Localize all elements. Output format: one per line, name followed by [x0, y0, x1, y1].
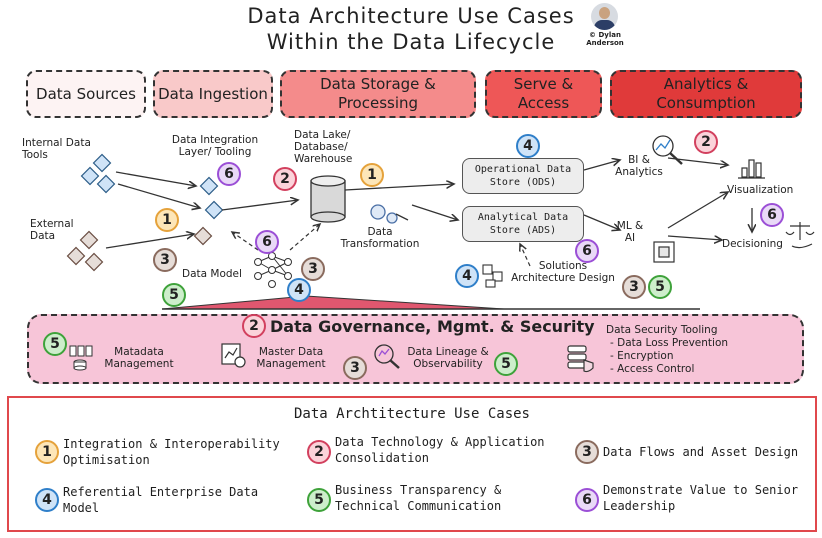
legend-badge-3: 3 [575, 440, 599, 464]
lineage-icon [374, 344, 400, 369]
legend-item-1: Integration & Interoperability Optimisat… [63, 437, 280, 467]
internal-data-icon [80, 153, 116, 194]
page-title-line-2: Within the Data Lifecycle [266, 30, 556, 54]
legend-item-5: Business Transparency & Technical Commun… [335, 483, 502, 513]
label-master-data: Master Data Management [256, 346, 326, 370]
database-icon [310, 175, 346, 223]
master-data-icon [221, 343, 246, 368]
security-item: - Data Loss Prevention [610, 337, 729, 349]
legend-item-3: Data Flows and Asset Design [603, 445, 799, 459]
ads-box: Analytical Data Store (ADS) [462, 206, 584, 242]
badge-6: 6 [575, 239, 599, 263]
author-credit: © Dylan Anderson [586, 31, 624, 47]
security-icon [567, 345, 594, 373]
ads-label: Analytical Data Store (ADS) [477, 212, 569, 236]
badge-3: 3 [343, 356, 367, 380]
security-item: - Encryption [610, 350, 674, 362]
governance-roof [161, 295, 505, 310]
badge-2: 2 [273, 167, 297, 191]
legend-badge-6: 6 [575, 488, 599, 512]
gear-icon [370, 204, 409, 224]
badge-4: 4 [516, 134, 540, 158]
bar-chart-icon [738, 159, 765, 179]
label-bi-analytics: BI & Analytics [615, 154, 663, 178]
badge-3: 3 [153, 248, 177, 272]
external-data-icon [66, 230, 104, 272]
governance-title: Data Governance, Mgmt. & Security [270, 317, 595, 336]
legend-item-2: Data Technology & Application Consolidat… [335, 435, 545, 465]
use-case-legend: Data Archtitecture Use Cases 1 Integrati… [7, 396, 817, 532]
legend-item-4: Referential Enterprise Data Model [63, 485, 259, 515]
stage-data-storage: Data Storage & Processing [280, 70, 476, 118]
badge-6: 6 [760, 203, 784, 227]
label-external-data: External Data [30, 218, 74, 242]
legend-badge-4: 4 [35, 488, 59, 512]
ods-label: Operational Data Store (ODS) [474, 164, 572, 188]
security-item: - Access Control [610, 363, 695, 375]
governance-band [27, 314, 804, 384]
scale-icon [785, 222, 815, 249]
label-integration-layer: Data Integration Layer/ Tooling [171, 134, 259, 158]
legend-badge-1: 1 [35, 440, 59, 464]
badge-2: 2 [242, 314, 266, 338]
lifecycle-diagram [66, 135, 815, 310]
label-metadata: Matadata Management [104, 346, 174, 370]
label-ml-ai: ML & AI [616, 220, 644, 244]
label-security-tooling: Data Security Tooling [606, 324, 718, 336]
legend-item-6: Demonstrate Value to Senior Leadership [603, 483, 799, 513]
analytics-icon [652, 135, 683, 165]
badge-5: 5 [648, 275, 672, 299]
legend-badge-2: 2 [307, 440, 331, 464]
badge-5: 5 [162, 283, 186, 307]
badge-3: 3 [301, 257, 325, 281]
integration-layer-icon [193, 176, 224, 246]
ods-box: Operational Data Store (ODS) [462, 158, 584, 194]
badge-5: 5 [43, 332, 67, 356]
label-internal-data-tools: Internal Data Tools [22, 137, 91, 161]
label-data-transformation: Data Transformation [340, 226, 420, 250]
stage-data-sources: Data Sources [26, 70, 146, 118]
badge-6: 6 [217, 162, 241, 186]
metadata-icon [69, 345, 93, 371]
label-data-lake: Data Lake/ Database/ Warehouse [294, 129, 353, 165]
badge-1: 1 [360, 163, 384, 187]
stage-serve-access: Serve & Access [485, 70, 602, 118]
legend-title: Data Archtitecture Use Cases [293, 406, 530, 422]
label-lineage: Data Lineage & Observability [407, 346, 489, 370]
badge-4: 4 [287, 278, 311, 302]
badge-5: 5 [494, 352, 518, 376]
badge-2: 2 [694, 130, 718, 154]
label-visualization: Visualization [727, 184, 794, 196]
badge-1: 1 [155, 208, 179, 232]
label-solutions: Solutions Architecture Design [511, 260, 615, 284]
badge-3: 3 [622, 275, 646, 299]
stage-data-ingestion: Data Ingestion [153, 70, 273, 118]
stage-analytics: Analytics & Consumption [610, 70, 802, 118]
label-decisioning: Decisioning [722, 238, 783, 250]
network-icon [254, 252, 292, 288]
legend-badge-5: 5 [307, 488, 331, 512]
label-data-model: Data Model [182, 268, 242, 280]
ai-chip-icon [653, 241, 675, 263]
badge-4: 4 [455, 264, 479, 288]
solutions-icon [482, 264, 503, 288]
badge-6: 6 [255, 230, 279, 254]
avatar [591, 3, 618, 30]
page-title-line-1: Data Architecture Use Cases [247, 4, 575, 28]
